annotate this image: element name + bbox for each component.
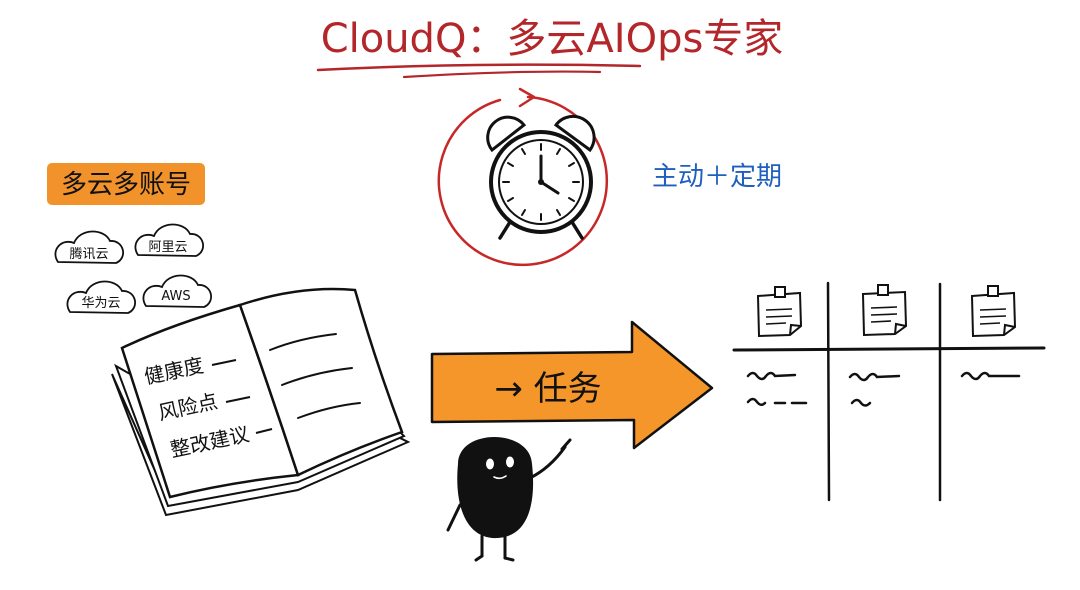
refresh-arrowhead bbox=[518, 87, 536, 108]
sticky-note-icon bbox=[861, 284, 908, 337]
cloud-label: 腾讯云 bbox=[69, 246, 108, 262]
task-arrow: → 任务 bbox=[430, 320, 714, 450]
task-scribble bbox=[746, 371, 1021, 407]
book-icon: 健康度 风险点 整改建议 bbox=[111, 287, 411, 517]
cloud-label: AWS bbox=[161, 289, 190, 304]
cloud-icon: AWS bbox=[142, 274, 212, 308]
alarm-clock-icon bbox=[486, 114, 596, 240]
cloud-label: 华为云 bbox=[81, 296, 120, 311]
arrow-label: → 任务 bbox=[494, 369, 601, 409]
task-board bbox=[732, 281, 1046, 502]
sticky-note-icon bbox=[970, 285, 1017, 338]
cloud-icon: 腾讯云 bbox=[54, 230, 124, 264]
cloud-icon: 华为云 bbox=[66, 280, 136, 314]
character-icon bbox=[446, 437, 572, 562]
clock-group: 主动＋定期 bbox=[437, 87, 782, 267]
cloud-label: 阿里云 bbox=[148, 240, 187, 255]
schedule-label: 主动＋定期 bbox=[652, 162, 782, 192]
title-text: CloudQ：多云AIOps专家 bbox=[321, 16, 784, 62]
title-underline-2 bbox=[402, 70, 602, 79]
accounts-group: 多云多账号 腾讯云 阿里云 华为云 AWS bbox=[47, 163, 212, 314]
arrow-shape bbox=[430, 320, 714, 450]
cloud-icon: 阿里云 bbox=[134, 223, 204, 257]
sticky-note-icon bbox=[756, 286, 803, 338]
accounts-label-badge bbox=[47, 163, 205, 205]
title-underline bbox=[316, 63, 642, 72]
title-group: CloudQ：多云AIOps专家 bbox=[316, 16, 784, 79]
accounts-label: 多云多账号 bbox=[61, 170, 191, 200]
